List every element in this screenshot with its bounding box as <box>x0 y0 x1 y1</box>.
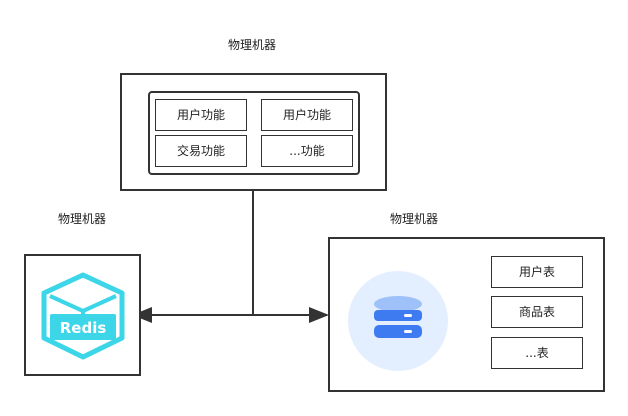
module-trade-function: 交易功能 <box>155 135 247 167</box>
module-other-function: ...功能 <box>261 135 353 167</box>
table-products: 商品表 <box>491 296 583 328</box>
redis-logo-text: Redis <box>60 319 107 337</box>
db-machine-caption: 物理机器 <box>390 212 439 226</box>
table-other: ...表 <box>491 337 583 369</box>
cache-machine-caption: 物理机器 <box>58 212 107 226</box>
module-user-function-1: 用户功能 <box>155 99 247 131</box>
app-machine-caption: 物理机器 <box>228 38 277 52</box>
table-users: 用户表 <box>491 256 583 288</box>
module-user-function-2: 用户功能 <box>261 99 353 131</box>
